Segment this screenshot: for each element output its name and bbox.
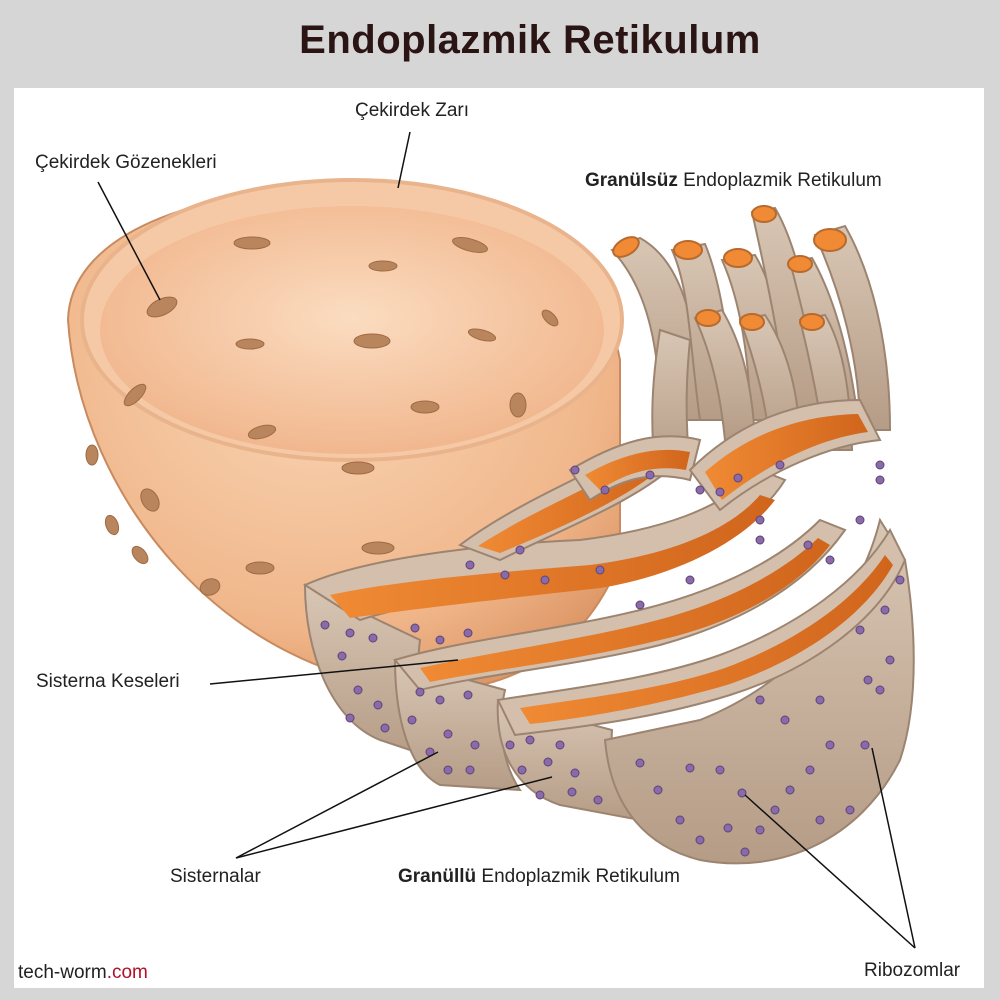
label-nuclear-pores: Çekirdek Gözenekleri: [35, 152, 217, 173]
ribosomes-dots: [320, 460, 905, 857]
label-nuclear-envelope: Çekirdek Zarı: [355, 100, 470, 121]
smooth-er-openings: [612, 205, 847, 331]
label-rough-er: Granüllü Endoplazmik Retikulum: [398, 866, 680, 888]
label-rough-er-rest: Endoplazmik Retikulum: [476, 866, 680, 887]
label-ribosomes: Ribozomlar: [864, 960, 961, 981]
credit-name: tech-worm: [18, 962, 107, 983]
leader-lines: [97, 131, 916, 949]
credit-tld: .com: [106, 962, 148, 983]
nuclear-envelope-shape: [66, 178, 624, 692]
smooth-er-tubules: [610, 206, 892, 471]
label-smooth-er-rest: Endoplazmik Retikulum: [677, 170, 882, 191]
label-smooth-er-bold: Granülsüz: [585, 170, 678, 191]
label-rough-er-bold: Granüllü: [398, 866, 477, 887]
rough-er-sacs: [302, 398, 915, 865]
label-smooth-er: Granülsüz Endoplazmik Retikulum: [585, 170, 882, 192]
label-cisternae: Sisternalar: [170, 866, 261, 887]
nuclear-pores: [85, 236, 561, 596]
label-cisternal-sacs: Sisterna Keseleri: [36, 671, 180, 692]
figure-title: Endoplazmik Retikulum: [299, 18, 761, 62]
site-credit: tech-worm.com: [18, 962, 148, 984]
